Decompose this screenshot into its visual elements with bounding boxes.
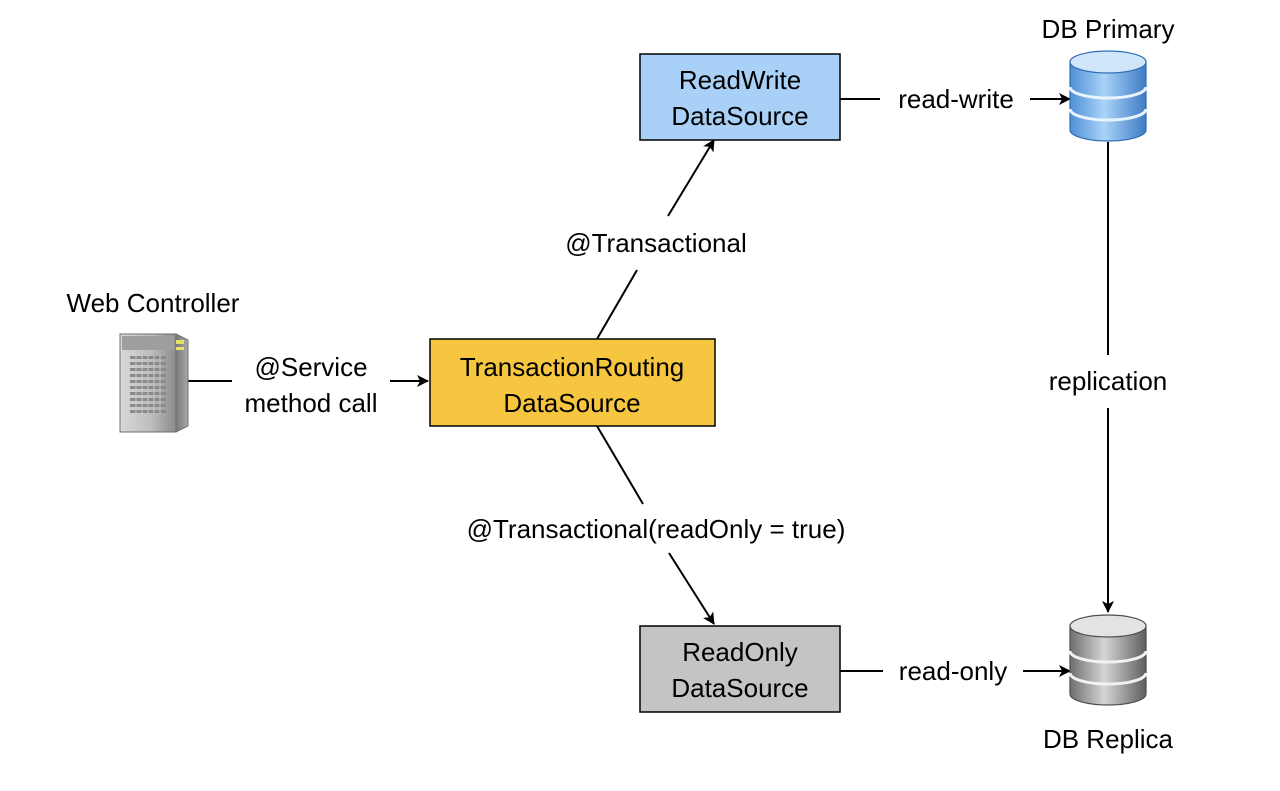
db-primary-icon bbox=[1068, 50, 1148, 142]
service-call-label-line1: @Service bbox=[254, 352, 367, 382]
routing-datasource-node: TransactionRouting DataSource bbox=[429, 338, 716, 427]
replication-label: replication bbox=[1049, 366, 1168, 396]
transactional-edge-upper bbox=[667, 139, 715, 217]
readwrite-datasource-node: ReadWrite DataSource bbox=[639, 53, 841, 141]
routing-label-line2: DataSource bbox=[503, 388, 640, 418]
web-controller-label: Web Controller bbox=[67, 288, 240, 318]
readwrite-box bbox=[639, 53, 841, 141]
readonly-edge-upper bbox=[596, 425, 644, 505]
read-write-label: read-write bbox=[898, 84, 1014, 114]
routing-box bbox=[429, 338, 716, 427]
db-replica-label: DB Replica bbox=[1043, 724, 1174, 754]
db-primary-label: DB Primary bbox=[1042, 14, 1175, 44]
read-only-label: read-only bbox=[899, 656, 1007, 686]
readwrite-label-line2: DataSource bbox=[671, 101, 808, 131]
db-replica-icon bbox=[1068, 614, 1148, 706]
transactional-label: @Transactional bbox=[565, 228, 747, 258]
readonly-label-line1: ReadOnly bbox=[682, 637, 798, 667]
readonly-datasource-node: ReadOnly DataSource bbox=[639, 625, 841, 713]
readonly-box bbox=[639, 625, 841, 713]
readonly-label-line2: DataSource bbox=[671, 673, 808, 703]
routing-label-line1: TransactionRouting bbox=[460, 352, 685, 382]
transactional-readonly-label: @Transactional(readOnly = true) bbox=[467, 514, 846, 544]
readwrite-label-line1: ReadWrite bbox=[679, 65, 801, 95]
service-call-label-line2: method call bbox=[245, 388, 378, 418]
readonly-edge-lower bbox=[668, 552, 715, 625]
transactional-edge-lower bbox=[596, 269, 638, 340]
server-tower-icon bbox=[119, 333, 189, 433]
